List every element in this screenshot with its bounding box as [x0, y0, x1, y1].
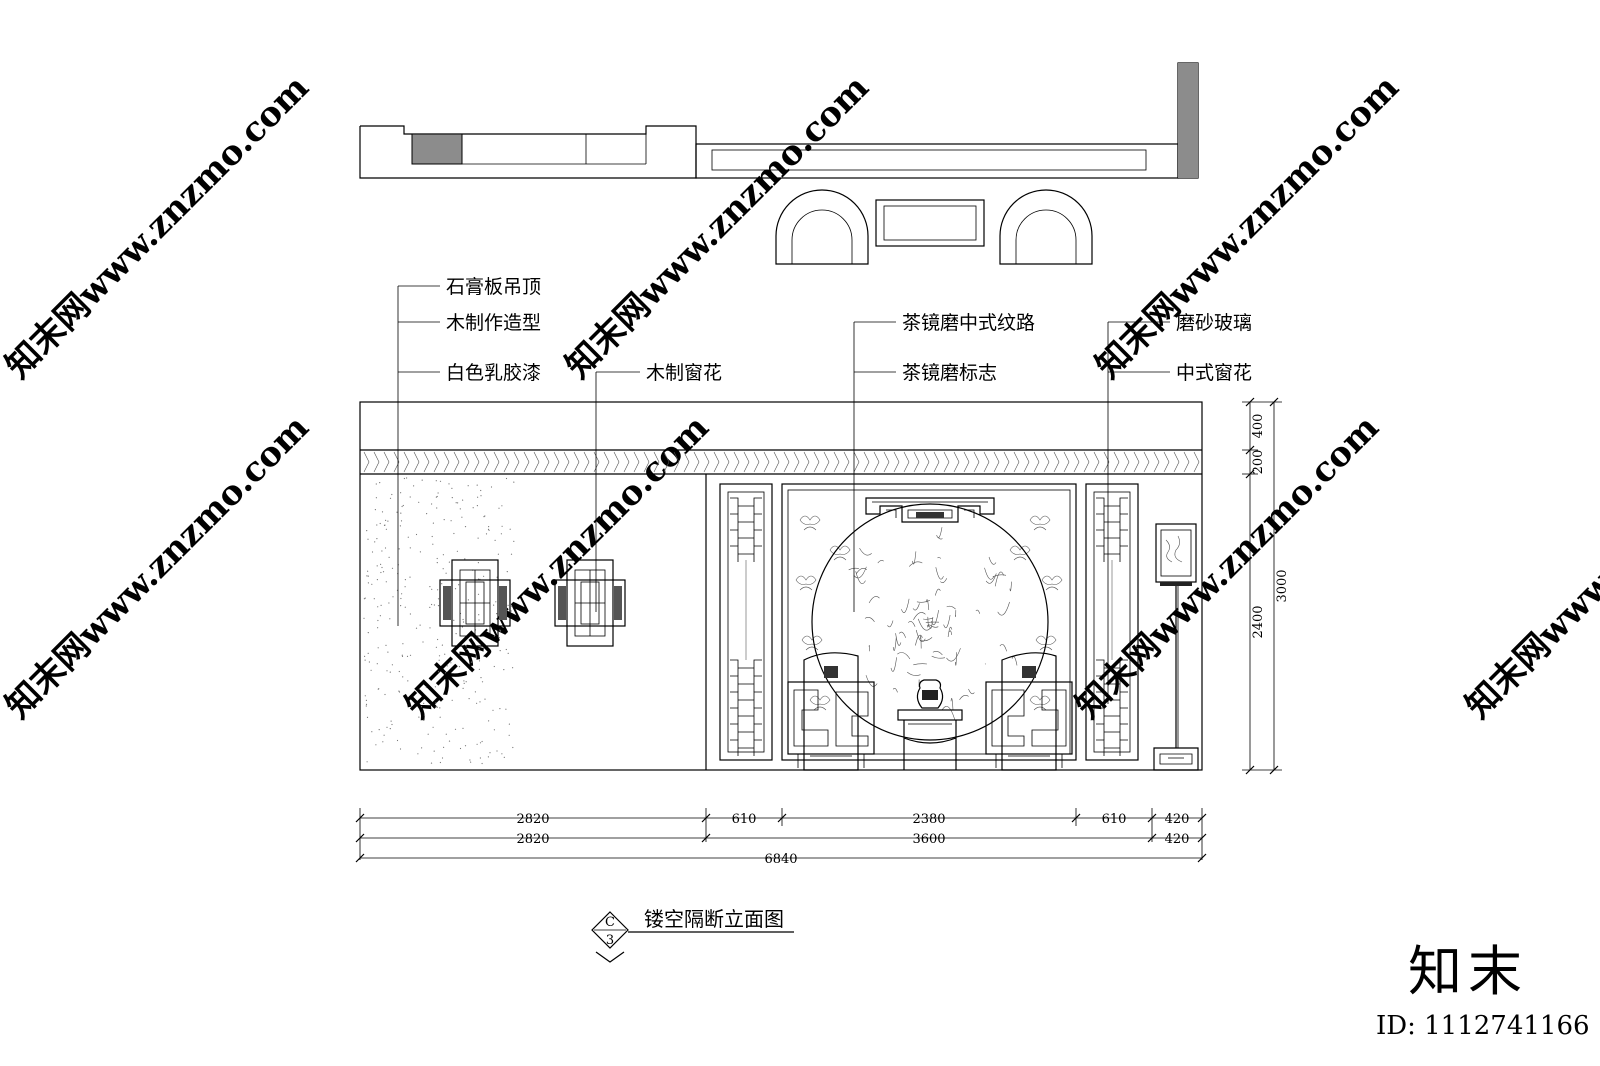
- plan-chair-left: [775, 189, 869, 265]
- fret-ornament-fill: [916, 512, 944, 518]
- moon-gate-circle: [811, 503, 1049, 741]
- leader-lines: [397, 285, 1170, 704]
- dim-row1-5: 420: [1165, 812, 1190, 827]
- watermark-text: 知末网www.znzmo.com: [558, 68, 877, 387]
- armchair-left: [787, 652, 875, 771]
- drawing-title: C 3 镂空隔断立面图: [591, 907, 794, 963]
- section-symbol: [591, 911, 629, 949]
- fret-ornament-top: [865, 497, 995, 523]
- elevation-outline: [359, 401, 1203, 771]
- label-wood-lattice: 木制窗花: [646, 362, 722, 384]
- label-wood-shaping: 木制作造型: [446, 312, 541, 334]
- section-symbol-bottom: 3: [606, 933, 614, 948]
- section-symbol-top: C: [605, 915, 615, 930]
- plan-partition-inner: [711, 149, 1147, 171]
- lattice-column-right: [1085, 483, 1139, 761]
- elevation-view: [359, 285, 1203, 771]
- brand-logo-text: 知末: [1408, 940, 1528, 1003]
- watermark-text: 知末网www.znzmo.com: [0, 408, 317, 727]
- plan-chair-right: [999, 189, 1093, 265]
- label-tea-mirror-logo: 茶镜磨标志: [902, 362, 997, 384]
- watermark-text: 知末网www.znzmo.com: [1088, 68, 1407, 387]
- vase: [916, 679, 944, 709]
- wood-lattice-window-1: [439, 559, 511, 647]
- plan-left-outline: [359, 125, 697, 179]
- dim-row1-2: 610: [732, 812, 757, 827]
- image-id-text: ID: 1112741166: [1376, 1011, 1590, 1041]
- dim-total: 6840: [764, 852, 797, 867]
- plan-chair-right-inner: [1015, 209, 1077, 264]
- tea-mirror-panel: [781, 483, 1077, 761]
- dim-right-4: 3000: [1275, 569, 1290, 602]
- dim-row2-3: 420: [1165, 832, 1190, 847]
- dim-row1-4: 610: [1102, 812, 1127, 827]
- dim-row1-1: 2820: [516, 812, 549, 827]
- wood-lattice-window-2: [554, 559, 626, 647]
- dim-right-1: 400: [1251, 414, 1266, 439]
- label-gypsum-ceiling: 石膏板吊顶: [446, 275, 541, 298]
- plan-chair-left-inner: [791, 209, 853, 264]
- dim-row2-1: 2820: [516, 832, 549, 847]
- dim-right-3: 2400: [1251, 605, 1266, 638]
- dim-right-2: 200: [1251, 450, 1266, 475]
- fret-ornament-detail: [872, 501, 988, 519]
- watermark-layer: 知末网www.znzmo.com 知末网www.znzmo.com 知末网www…: [0, 68, 1600, 727]
- watermark-text: 知末网www.znzmo.com: [0, 68, 317, 387]
- label-white-latex: 白色乳胶漆: [446, 362, 541, 384]
- cornice-pattern: [363, 451, 1200, 473]
- label-tea-mirror-pattern: 茶镜磨中式纹路: [902, 312, 1035, 334]
- lamp-calligraphy: [1165, 535, 1183, 563]
- plan-tea-table-inner: [883, 205, 977, 241]
- floor-lamp: [1153, 523, 1199, 771]
- label-chinese-lattice: 中式窗花: [1176, 362, 1252, 384]
- drawing-title-text: 镂空隔断立面图: [644, 907, 784, 931]
- plan-wall-column: [1178, 63, 1198, 178]
- dim-row1-3: 2380: [912, 812, 945, 827]
- section-arrow: [595, 951, 625, 963]
- plan-gray-block: [411, 133, 463, 165]
- latex-wall-texture: [363, 477, 515, 765]
- dragon-engraving: [848, 527, 1018, 720]
- armchair-right: [985, 652, 1073, 771]
- watermark-text: 知末网www.znzmo.com: [1458, 408, 1600, 727]
- tea-table-elevation: [897, 709, 963, 770]
- label-frosted-glass: 磨砂玻璃: [1176, 312, 1252, 334]
- plan-tea-table: [875, 199, 985, 247]
- plan-view: [359, 62, 1199, 265]
- lattice-column-left: [719, 483, 773, 761]
- dim-row2-2: 3600: [912, 832, 945, 847]
- brand-watermark: 知末 ID: 1112741166: [1376, 940, 1590, 1041]
- material-labels: 石膏板吊顶 木制作造型 白色乳胶漆 木制窗花 茶镜磨中式纹路 茶镜磨标志 磨砂玻…: [446, 275, 1252, 384]
- dimension-lines: 2820 610 2380 610 420 2820 3600 420 6840: [355, 397, 1290, 867]
